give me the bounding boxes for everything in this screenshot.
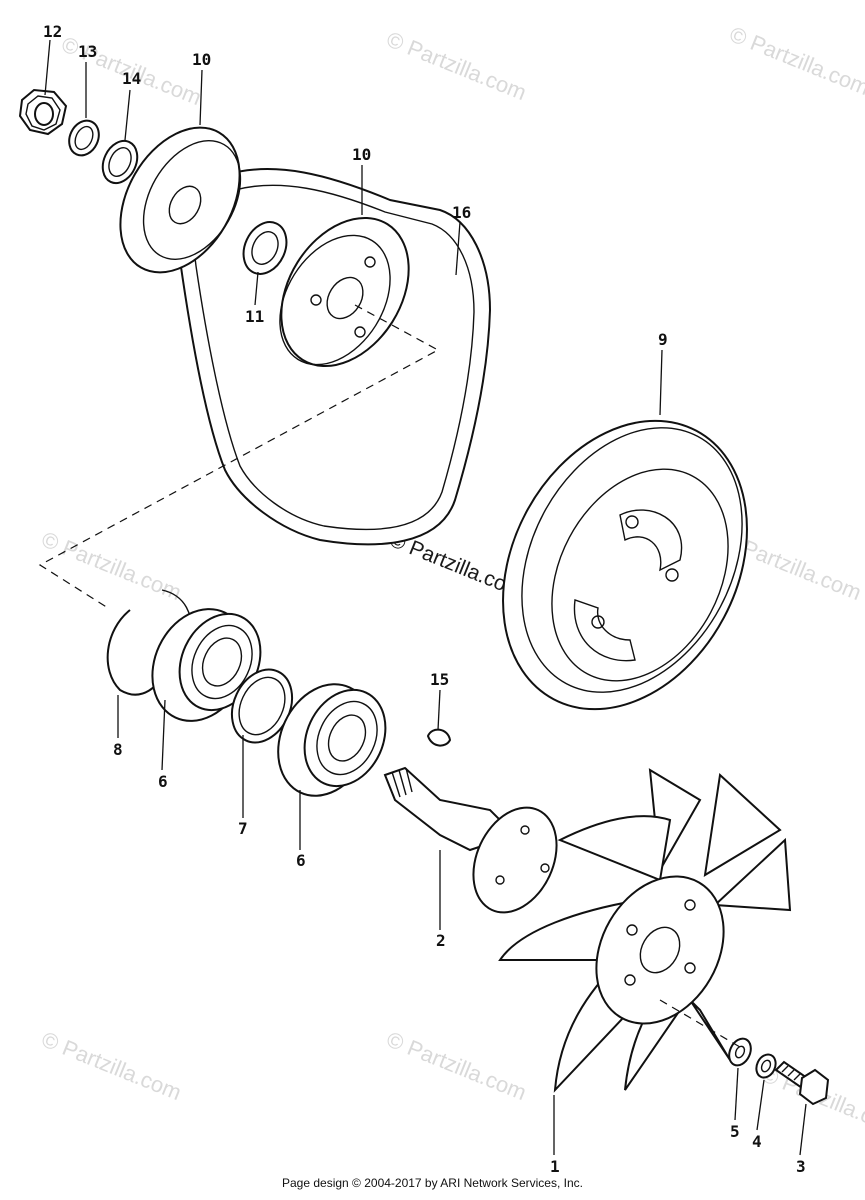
callout-15: 15	[430, 670, 449, 689]
part-2-fan-shaft	[383, 766, 558, 914]
part-10-pulley-half-rear	[119, 126, 242, 274]
assembly-dashed-line	[38, 304, 440, 609]
page-footer: Page design © 2004-2017 by ARI Network S…	[281, 1176, 583, 1190]
callout-4: 4	[752, 1132, 762, 1151]
part-1-cooling-fan	[498, 768, 792, 1093]
part-6-bearing-left	[151, 608, 262, 722]
watermark-top-center: © Partzilla.com	[383, 26, 530, 105]
callout-1: 1	[550, 1157, 560, 1176]
part-15-woodruff-key	[426, 728, 452, 747]
callout-10-rear: 10	[192, 50, 211, 69]
part-10-pulley-half-front	[279, 216, 410, 368]
part-9-fan-pulley	[502, 419, 748, 711]
part-7-shim	[230, 668, 294, 744]
part-4-lock-washer	[755, 1053, 777, 1079]
callout-9: 9	[658, 330, 668, 349]
part-11-spacer	[242, 221, 288, 275]
callout-8: 8	[113, 740, 123, 759]
callout-16: 16	[452, 203, 471, 222]
callout-10-front: 10	[352, 145, 371, 164]
part-6-bearing-right	[277, 683, 387, 797]
watermark-bottom-center: © Partzilla.com	[383, 1026, 530, 1105]
fan-bolt-dashed-line	[659, 999, 746, 1051]
callout-7: 7	[238, 819, 248, 838]
part-3-bolt	[774, 1060, 830, 1106]
callout-3: 3	[796, 1157, 806, 1176]
watermark-bottom-left: © Partzilla.com	[38, 1026, 185, 1105]
callout-6-left: 6	[158, 772, 168, 791]
watermark-top-right: © Partzilla.com	[726, 21, 865, 100]
callout-14: 14	[122, 69, 141, 88]
callout-13: 13	[78, 42, 97, 61]
part-5-washer	[728, 1037, 752, 1067]
callout-6-right: 6	[296, 851, 306, 870]
callout-12: 12	[43, 22, 62, 41]
watermark-mid-left: © Partzilla.com	[38, 526, 185, 605]
part-12-nut	[18, 88, 68, 136]
callout-labels: 12 13 14 10 10 16 11 9 8 6 7 6 15 2 1 5 …	[43, 22, 806, 1176]
callout-5: 5	[730, 1122, 740, 1141]
callout-11: 11	[245, 307, 264, 326]
callout-2: 2	[436, 931, 446, 950]
leader-lines	[44, 39, 807, 1156]
part-14-washer	[101, 139, 139, 185]
part-13-lock-washer	[68, 119, 100, 157]
